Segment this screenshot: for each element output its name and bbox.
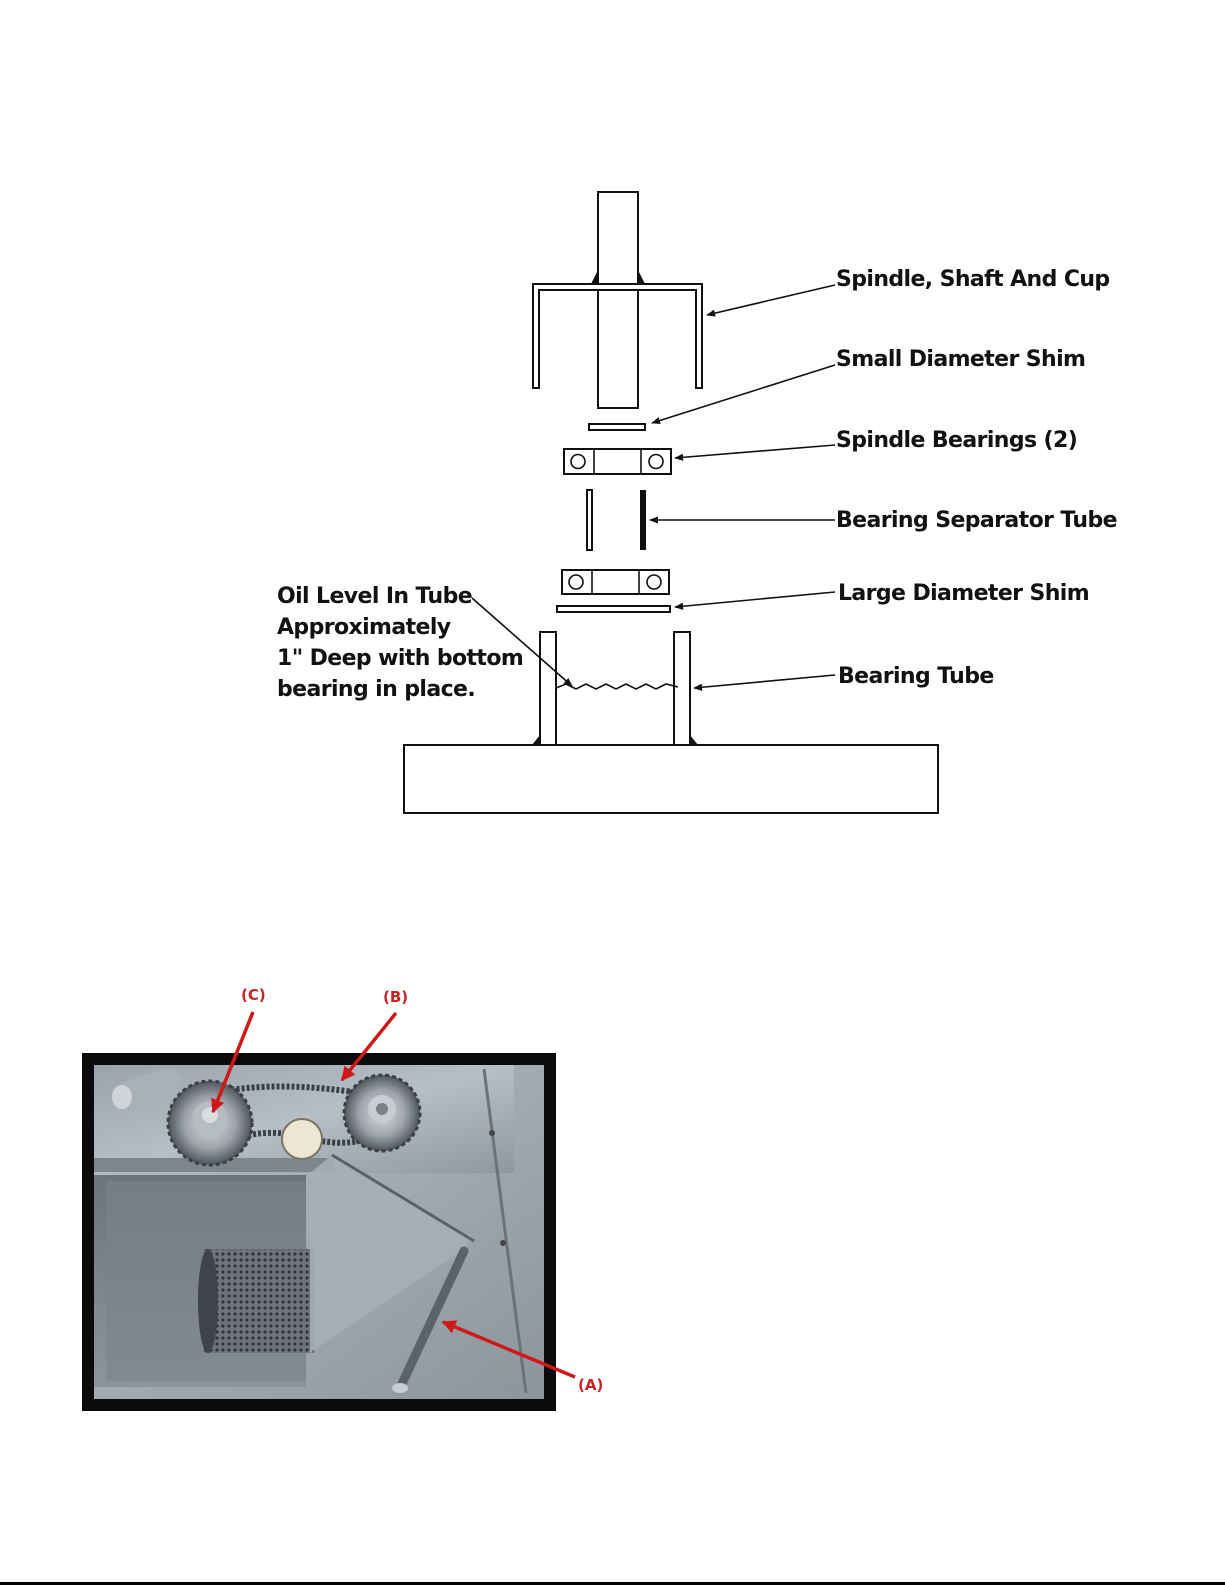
callout-label-b: (B) <box>383 988 408 1006</box>
callout-label-c: (C) <box>241 986 266 1004</box>
callout-label-a: (A) <box>578 1376 603 1394</box>
callout-arrow-a <box>443 1322 575 1377</box>
callout-arrow-c <box>213 1012 253 1112</box>
callout-arrow-b <box>342 1013 396 1080</box>
